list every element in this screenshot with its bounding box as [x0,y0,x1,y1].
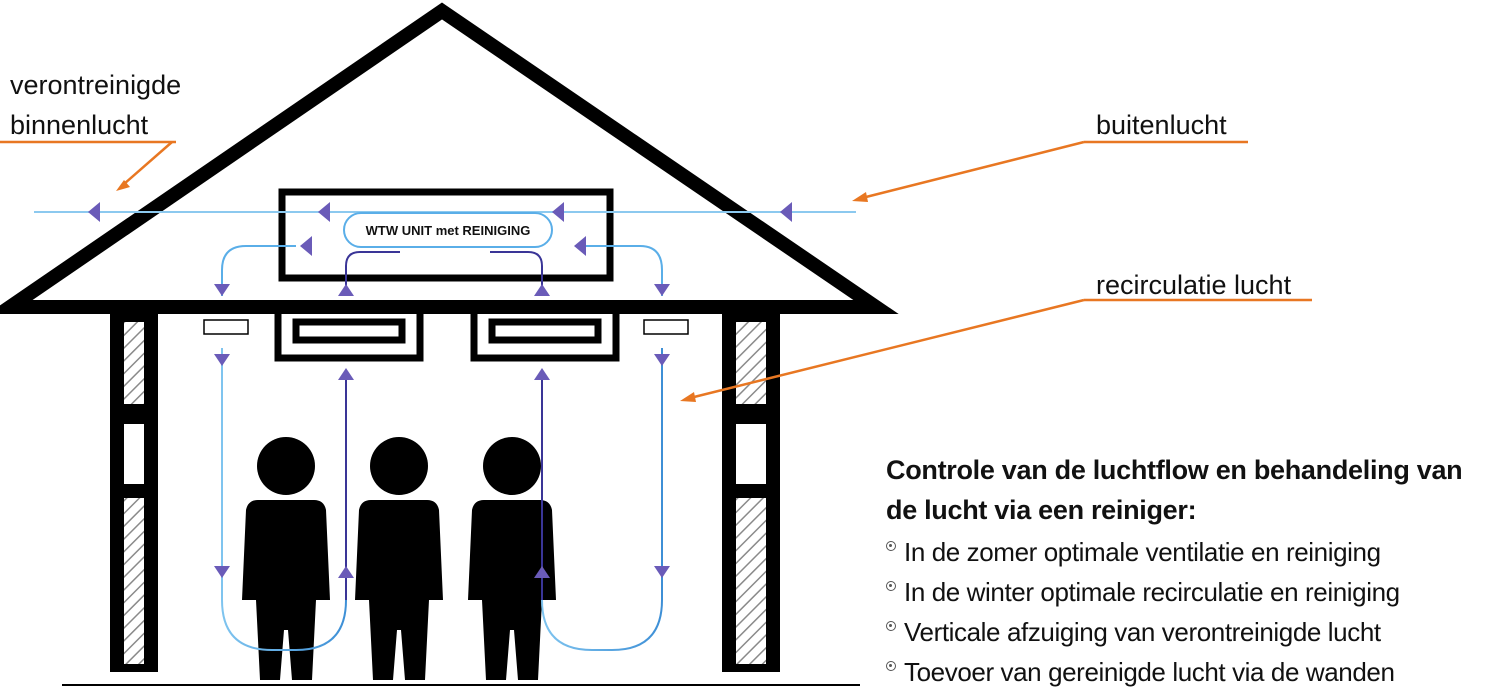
list-item: Toevoer van gereinigde lucht via de wand… [886,652,1498,692]
wtw-unit-text: WTW UNIT met REINIGING [366,223,531,238]
ceiling-duct-right [470,308,620,362]
people-silhouettes [242,437,556,680]
list-item-text: Verticale afzuiging van verontreinigde l… [904,617,1381,647]
bullet-icon [886,621,896,631]
house-structure [0,2,899,686]
wtw-unit-box [278,188,614,282]
ceiling-duct-left [274,308,424,362]
list-item-text: Toevoer van gereinigde lucht via de wand… [904,657,1395,687]
left-wall [110,310,158,672]
room-loop-right [541,348,663,651]
flow-arrow-heads [88,202,792,578]
supply-flow-left [221,245,296,296]
list-item: In de zomer optimale ventilatie en reini… [886,532,1498,572]
return-flow-right [490,251,543,296]
person-2 [355,437,443,680]
bullet-icon [886,581,896,591]
benefits-list: In de zomer optimale ventilatie en reini… [886,532,1498,692]
wtw-unit-label: WTW UNIT met REINIGING [343,212,553,248]
air-flows [34,202,856,651]
person-3 [468,437,556,680]
bullet-icon [886,661,896,671]
bullet-icon [886,541,896,551]
list-item: In de winter optimale recirculatie en re… [886,572,1498,612]
benefits-panel: Controle van de luchtflow en behandeling… [886,450,1498,692]
list-item-text: In de zomer optimale ventilatie en reini… [904,537,1381,567]
right-wall [722,310,780,672]
person-1 [242,437,330,680]
list-item: Verticale afzuiging van verontreinigde l… [886,612,1498,652]
return-flow-left [345,251,400,296]
ceiling-vent-right [643,319,689,335]
label-recirculation-air: recirculatie lucht [1096,270,1292,300]
list-item-text: In de winter optimale recirculatie en re… [904,577,1400,607]
panel-title: Controle van de luchtflow en behandeling… [886,455,1463,525]
label-indoor-polluted-line1: verontreinigde [10,70,181,100]
label-leaders [0,140,1312,402]
supply-flow-right [578,245,663,296]
label-indoor-polluted-line2: binnenlucht [10,110,149,140]
roof [0,2,899,314]
label-outdoor-air: buitenlucht [1096,110,1227,140]
ceiling-vent-left [203,319,249,335]
room-loop-left [221,348,347,651]
